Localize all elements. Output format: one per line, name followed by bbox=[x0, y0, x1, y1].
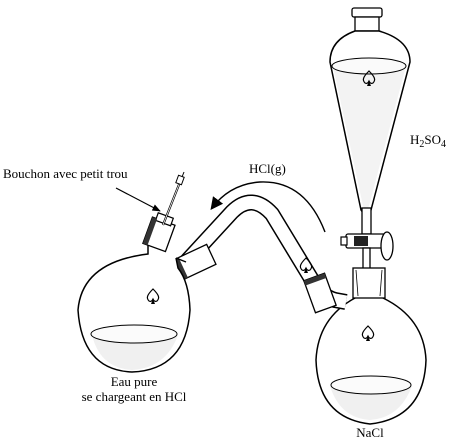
flow-arrow-icon bbox=[210, 181, 326, 233]
separatory-funnel bbox=[329, 7, 411, 271]
acid-so-sub: 4 bbox=[441, 139, 447, 150]
left-flask bbox=[77, 171, 191, 373]
spade-glass-mark-icon bbox=[361, 325, 375, 341]
right-flask-label: NaCl bbox=[356, 425, 384, 440]
stopper-arrow-icon bbox=[115, 187, 161, 212]
left-flask-label-line1: Eau pure bbox=[110, 374, 158, 389]
gas-label: HCl(g) bbox=[249, 161, 286, 176]
acid-so: SO bbox=[424, 132, 442, 147]
spade-glass-mark-icon bbox=[362, 70, 376, 86]
spade-glass-mark-icon bbox=[299, 257, 313, 273]
acid-label: H2SO4 bbox=[410, 132, 446, 152]
spade-glass-mark-icon bbox=[146, 288, 160, 304]
needle-icon bbox=[161, 171, 185, 226]
delivery-tube bbox=[173, 194, 348, 314]
acid-h: H bbox=[410, 132, 420, 147]
stopper-label: Bouchon avec petit trou bbox=[3, 166, 128, 181]
left-flask-label-line2: se chargeant en HCl bbox=[81, 389, 187, 404]
left-flask-label: Eau pure se chargeant en HCl bbox=[54, 374, 214, 404]
acid-h-sub: 2 bbox=[419, 139, 425, 150]
